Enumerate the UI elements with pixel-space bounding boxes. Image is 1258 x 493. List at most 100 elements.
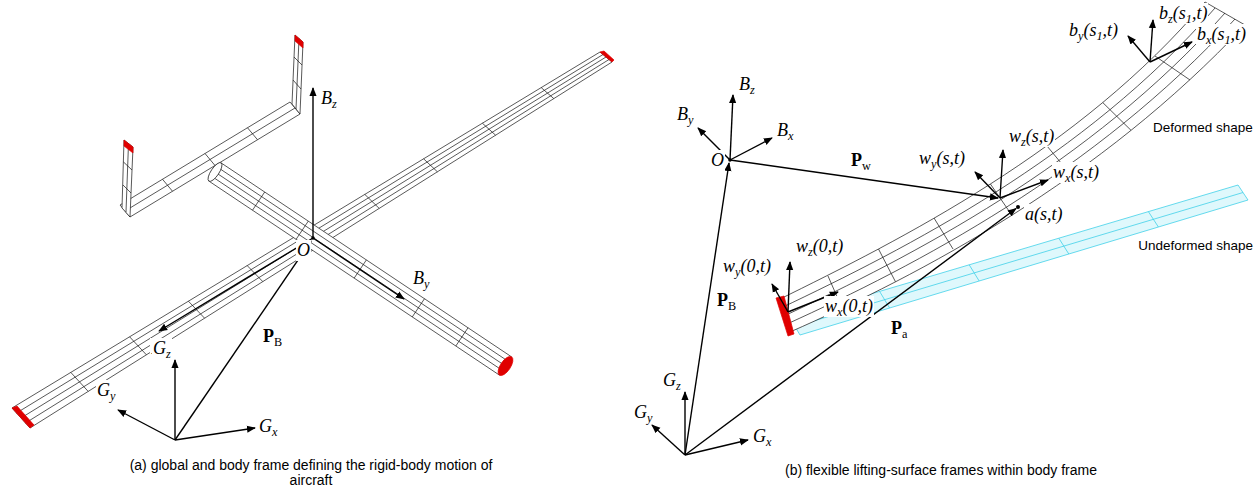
text-segment: O bbox=[297, 240, 310, 260]
text-segment: G bbox=[663, 370, 676, 390]
axis-arrow bbox=[118, 410, 175, 440]
axis-arrow bbox=[313, 238, 404, 299]
text-segment: G bbox=[97, 380, 110, 400]
shape-label: Deformed shape bbox=[1152, 120, 1254, 136]
panel-caption: (a) global and body frame defining the r… bbox=[110, 458, 512, 488]
text-segment: y bbox=[110, 389, 115, 403]
text-segment: B bbox=[777, 120, 788, 140]
deformed-mesh bbox=[781, 8, 1235, 324]
axis-label: wy(s,t) bbox=[918, 148, 966, 169]
axis-label: bz(s1,t) bbox=[1158, 3, 1208, 24]
material-point bbox=[1016, 205, 1020, 209]
text-segment: Undeformed shape bbox=[1138, 238, 1253, 253]
position-vector bbox=[175, 241, 311, 440]
origin-dot bbox=[311, 236, 315, 240]
panel-caption: (b) flexible lifting-surface frames with… bbox=[700, 463, 1182, 478]
text-segment: a(s,t) bbox=[1025, 204, 1063, 224]
position-vector bbox=[685, 209, 1016, 456]
axis-arrow bbox=[174, 360, 175, 440]
axis-arrow bbox=[1150, 20, 1153, 62]
wing-tip bbox=[12, 406, 34, 428]
wing-mesh bbox=[17, 55, 610, 424]
text-segment: y bbox=[1078, 29, 1083, 43]
axis-arrow bbox=[652, 425, 685, 455]
tail-fin bbox=[292, 35, 303, 114]
text-segment: (s bbox=[1211, 24, 1224, 44]
fin-tip bbox=[295, 35, 303, 48]
text-segment: x bbox=[1206, 33, 1211, 47]
text-segment: P bbox=[717, 290, 728, 310]
axis-label: Gz bbox=[662, 370, 682, 391]
text-segment: G bbox=[753, 426, 766, 446]
fin-mesh bbox=[293, 39, 302, 110]
text-segment: (s,t) bbox=[1070, 162, 1099, 182]
text-segment: w bbox=[1053, 162, 1065, 182]
text-segment: (0,t) bbox=[813, 236, 844, 256]
text-segment: (b) flexible lifting-surface frames with… bbox=[785, 462, 1097, 478]
text-segment: B bbox=[321, 88, 332, 108]
text-segment: O bbox=[711, 150, 724, 170]
text-segment: z bbox=[166, 347, 171, 361]
text-segment: ,t) bbox=[1231, 24, 1247, 44]
aircraft bbox=[12, 35, 614, 428]
vector-label: Pa bbox=[890, 318, 908, 339]
text-segment: B bbox=[677, 104, 688, 124]
axis-label: By bbox=[676, 104, 694, 125]
text-segment: w bbox=[825, 296, 837, 316]
text-segment: x bbox=[272, 425, 277, 439]
text-segment: (s,t) bbox=[936, 148, 965, 168]
deformed-surface bbox=[778, 2, 1245, 332]
text-segment: w bbox=[1009, 126, 1021, 146]
text-segment: 1 bbox=[1224, 33, 1230, 47]
text-segment: G bbox=[634, 402, 647, 422]
point-label: a(s,t) bbox=[1024, 204, 1064, 225]
axis-label: Gy bbox=[633, 402, 653, 423]
wing-tip bbox=[600, 51, 614, 62]
text-segment: G bbox=[153, 338, 166, 358]
text-segment: x bbox=[837, 305, 842, 319]
axis-arrow bbox=[1000, 150, 1003, 198]
text-segment: B bbox=[274, 335, 282, 349]
text-segment: x bbox=[1065, 171, 1070, 185]
wing-surface bbox=[12, 52, 612, 428]
text-segment: y bbox=[735, 265, 740, 279]
axis-arrow bbox=[175, 428, 255, 440]
text-segment: Deformed shape bbox=[1153, 120, 1253, 135]
axis-label: Gx bbox=[258, 416, 278, 437]
text-segment: x bbox=[788, 129, 793, 143]
text-segment: y bbox=[688, 113, 693, 127]
text-segment: z bbox=[1168, 12, 1173, 26]
text-segment: b bbox=[1159, 3, 1168, 23]
axis-label: Bx bbox=[776, 120, 794, 141]
axis-label: Gx bbox=[752, 426, 772, 447]
text-segment: (0,t) bbox=[740, 256, 771, 276]
origin-label: O bbox=[710, 150, 725, 171]
fin-tip bbox=[124, 140, 133, 153]
root-section bbox=[776, 296, 794, 336]
axis-label: By bbox=[412, 268, 430, 289]
origin-label: O bbox=[296, 240, 311, 261]
axis-label: Gz bbox=[152, 338, 172, 359]
axis-arrow bbox=[975, 172, 1000, 198]
axis-label: Bz bbox=[320, 88, 338, 109]
text-segment: G bbox=[259, 416, 272, 436]
text-segment: x bbox=[766, 435, 771, 449]
axis-label: by(s1,t) bbox=[1068, 20, 1119, 41]
fin-mesh bbox=[123, 144, 132, 213]
text-segment: (a) global and body frame defining the r… bbox=[130, 457, 493, 488]
text-segment: b bbox=[1197, 24, 1206, 44]
text-segment: y bbox=[424, 277, 429, 291]
text-segment: a bbox=[902, 327, 907, 341]
axis-arrow bbox=[312, 88, 313, 238]
vector-label: Pw bbox=[850, 150, 872, 171]
axis-arrow bbox=[1128, 36, 1150, 62]
axis-label: Gy bbox=[96, 380, 116, 401]
nose-cap bbox=[495, 354, 516, 378]
axis-arrow bbox=[772, 284, 788, 312]
deformed-wing bbox=[776, 2, 1245, 336]
text-segment: P bbox=[263, 326, 274, 346]
text-segment: B bbox=[728, 299, 736, 313]
axis-arrow bbox=[1150, 42, 1192, 62]
text-segment: z bbox=[750, 83, 755, 97]
